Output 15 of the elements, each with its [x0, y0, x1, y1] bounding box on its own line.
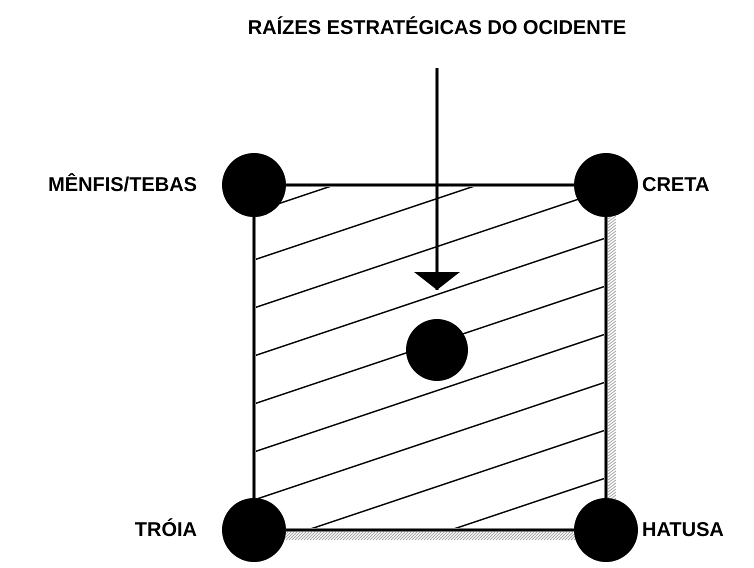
- circle-node: [222, 153, 286, 217]
- place-label: MÊNFIS/TEBAS: [48, 173, 197, 197]
- square-side-line: [252, 217, 256, 498]
- square-side-line: [604, 217, 608, 498]
- arrow: [414, 68, 460, 290]
- circle-node: [406, 319, 468, 381]
- heading-text: RAÍZES ESTRATÉGICAS DO OCIDENTE: [248, 16, 626, 40]
- square-side-line: [286, 528, 574, 532]
- place-label: CRETA: [642, 173, 710, 197]
- circle-node: [574, 498, 638, 562]
- circle-node: [574, 153, 638, 217]
- circle-node: [222, 498, 286, 562]
- place-label: HATUSA: [642, 518, 724, 542]
- place-label: TRÓIA: [134, 518, 197, 542]
- square-side-line: [286, 184, 574, 186]
